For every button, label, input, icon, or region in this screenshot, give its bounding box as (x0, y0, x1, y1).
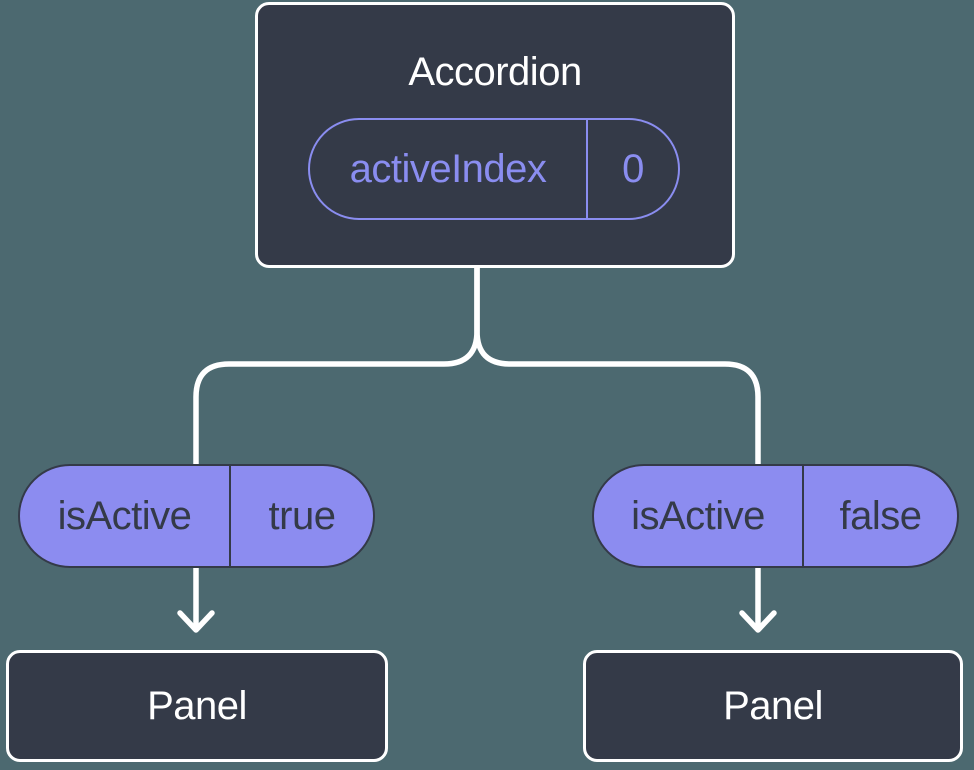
arrow-down-icon-left (177, 610, 215, 633)
connector-right-branch (474, 263, 761, 630)
connector-left-branch (193, 263, 480, 630)
is-active-prop-pill-left: isActive true (18, 464, 375, 568)
accordion-node-title-row: Accordion (255, 44, 735, 100)
prop-name: activeIndex (349, 146, 547, 191)
prop-name: isActive (57, 493, 192, 538)
accordion-node-title: Accordion (408, 49, 582, 94)
prop-name: isActive (631, 493, 765, 538)
panel-node-title: Panel (147, 683, 247, 728)
prop-value: false (802, 466, 957, 566)
prop-value: true (229, 466, 373, 566)
arrow-down-icon-right (739, 610, 777, 633)
panel-node-title: Panel (723, 683, 823, 728)
panel-node-right: Panel (583, 650, 963, 762)
prop-value: 0 (586, 120, 678, 218)
active-index-prop-pill: activeIndex 0 (308, 118, 680, 220)
is-active-prop-pill-right: isActive false (592, 464, 959, 568)
panel-node-left: Panel (6, 650, 388, 762)
